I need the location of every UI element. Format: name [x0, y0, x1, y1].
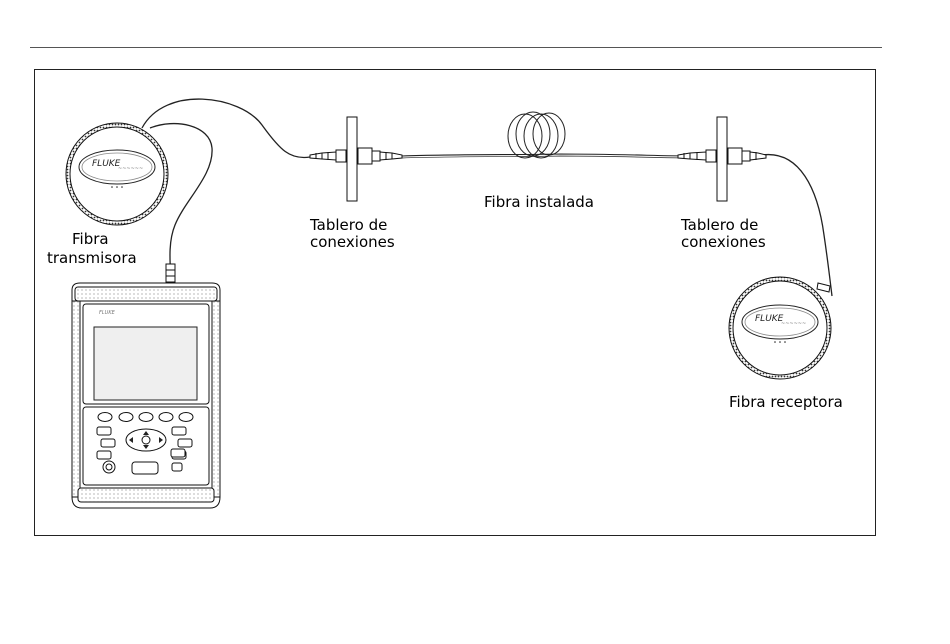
- label-launch-fiber-line1: Fibra: [72, 230, 109, 248]
- receive-spool: FLUKE ~~~~~~: [729, 277, 831, 379]
- label-patch-panel-left-line1: Tablero de: [309, 216, 387, 234]
- launch-cable-to-panel: [142, 99, 310, 157]
- label-installed-fiber: Fibra instalada: [484, 193, 594, 211]
- test-device: FLUKE: [72, 283, 220, 508]
- label-patch-panel-right-line2: conexiones: [681, 233, 766, 251]
- device-logo: FLUKE: [99, 310, 116, 316]
- receive-spool-logo-sub: ~~~~~~: [781, 321, 806, 327]
- patch-panel-right: [678, 117, 766, 201]
- label-receive-fiber: Fibra receptora: [729, 393, 843, 411]
- label-patch-panel-right-line1: Tablero de: [680, 216, 758, 234]
- navigation-pad: [126, 429, 166, 451]
- receive-cable: [762, 155, 832, 296]
- label-patch-panel-left-line2: conexiones: [310, 233, 395, 251]
- receive-spool-connector: [817, 283, 830, 292]
- device-screen: [94, 327, 197, 400]
- receive-spool-logo: FLUKE: [755, 314, 784, 324]
- launch-spool: FLUKE ~~~~~~: [66, 123, 168, 225]
- launch-spool-logo-sub: ~~~~~~: [118, 166, 143, 172]
- installed-fiber-coil: [508, 112, 565, 158]
- label-launch-fiber-line2: transmisora: [47, 249, 137, 267]
- device-connector: [166, 264, 175, 282]
- launch-spool-logo: FLUKE: [92, 159, 121, 169]
- patch-panel-left: [310, 117, 402, 201]
